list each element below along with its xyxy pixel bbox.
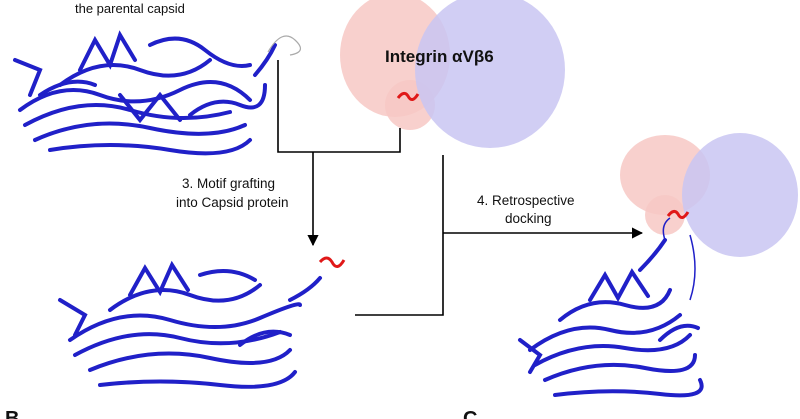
grafted-capsid-structure	[58, 260, 322, 389]
panel-label-c: C	[463, 408, 477, 419]
integrin-structure-docked	[620, 133, 798, 257]
step4-label-line1: 4. Retrospective	[477, 193, 575, 208]
integrin-title: Integrin αVβ6	[385, 47, 494, 66]
step3-label-line1: 3. Motif grafting	[182, 176, 275, 191]
parental-capsid-loop	[267, 35, 301, 56]
step3-connector	[277, 60, 401, 247]
step3-label-line2: into Capsid protein	[176, 195, 289, 210]
motif-icon-grafted	[318, 256, 346, 268]
panel-label-b: B	[5, 408, 19, 419]
motif-icon-top	[396, 91, 420, 101]
motif-icon-docked	[666, 209, 690, 219]
step4-connector	[355, 155, 644, 316]
step4-label-line2: docking	[505, 211, 552, 226]
parental-capsid-structure	[13, 30, 277, 156]
docked-capsid-structure	[518, 238, 704, 398]
parental-capsid-caption: the parental capsid	[75, 1, 185, 16]
docked-linker-loop	[662, 217, 696, 301]
integrin-structure-top	[340, 0, 565, 148]
